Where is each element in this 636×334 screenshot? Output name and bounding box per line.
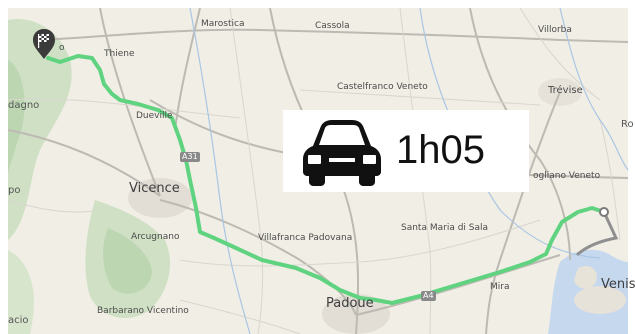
place-label-thiene: Thiene <box>104 49 135 59</box>
place-label-start-town: o <box>59 43 65 53</box>
place-label-santa-maria: Santa Maria di Sala <box>401 223 489 233</box>
rivers <box>189 7 629 334</box>
place-label-mira: Mira <box>490 282 510 292</box>
place-label-dueville: Dueville <box>136 111 173 121</box>
forest-area-berici-dark <box>103 228 152 294</box>
place-label-venise: Venise <box>601 277 636 292</box>
circle-marker-icon <box>599 207 609 217</box>
travel-duration-text: 1h05 <box>396 128 485 172</box>
urban-vicence <box>128 178 192 218</box>
highway-shield-a31: A31 <box>180 152 200 162</box>
forest-area-southwest <box>8 250 34 334</box>
place-label-padoue: Padoue <box>326 296 374 311</box>
minor-roads <box>7 7 621 334</box>
top-frame <box>0 0 636 8</box>
place-label-arcugnano: Arcugnano <box>131 232 180 242</box>
place-label-marostica: Marostica <box>201 19 245 29</box>
highway-shield-a4: A4 <box>421 291 436 301</box>
alternative-route <box>576 210 619 256</box>
route-line <box>46 54 606 305</box>
left-frame <box>0 0 8 334</box>
right-frame <box>628 0 636 334</box>
urban-venise <box>574 286 626 314</box>
place-label-cassola: Cassola <box>315 21 350 31</box>
car-icon <box>303 120 381 186</box>
forest-area-west-dark <box>8 60 25 175</box>
place-label-barbarano: Barbarano Vicentino <box>97 306 189 316</box>
place-label-trevise: Trévise <box>548 85 583 96</box>
place-label-edge-dagno: dagno <box>8 100 40 111</box>
lagoon-island <box>574 265 597 289</box>
place-label-edge-acio: acio <box>8 315 29 326</box>
place-label-edge-ron: Ro <box>621 119 634 130</box>
checkered-flag-marker-icon[interactable] <box>30 28 58 60</box>
place-label-edge-po: po <box>8 185 21 196</box>
place-label-vicence: Vicence <box>129 181 180 196</box>
place-label-villorba: Villorba <box>538 25 572 35</box>
place-label-castelfranco: Castelfranco Veneto <box>337 82 428 92</box>
place-label-mogliano: ogliano Veneto <box>533 171 601 181</box>
travel-duration-card: 1h05 <box>283 110 529 192</box>
forest-area-west <box>8 18 72 240</box>
place-label-villafranca: Villafranca Padovana <box>258 233 353 243</box>
